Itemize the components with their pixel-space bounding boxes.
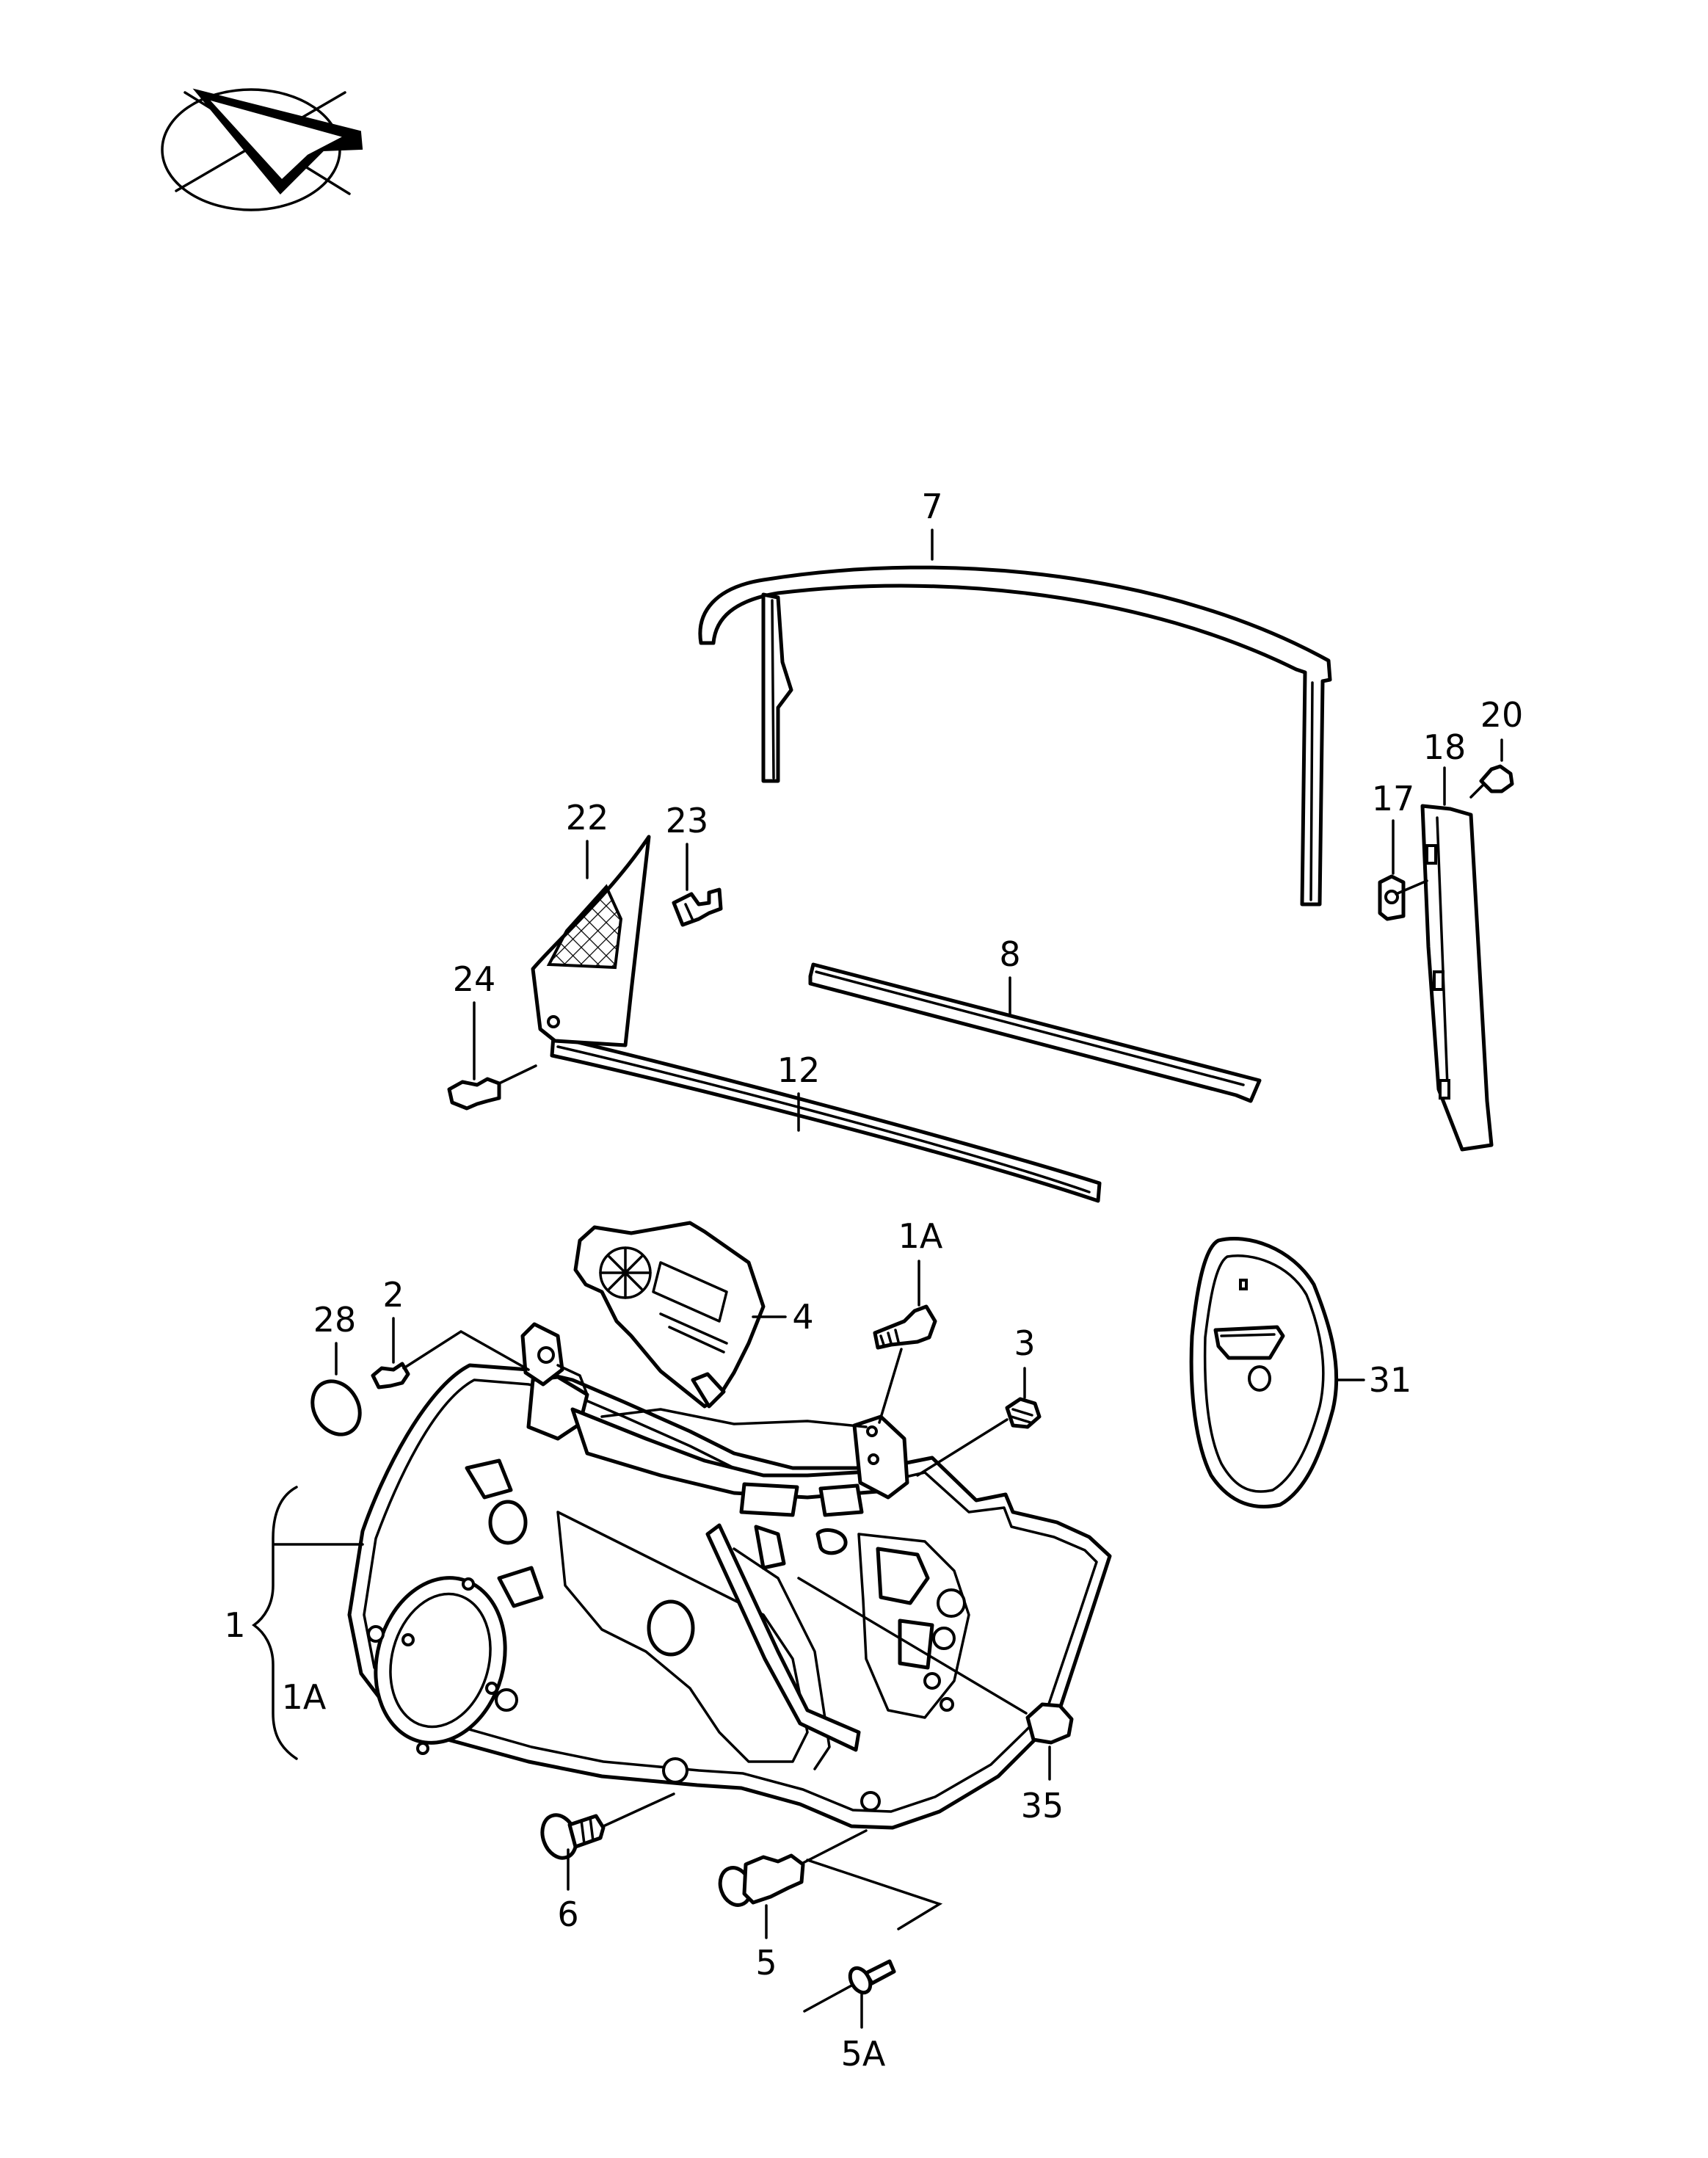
callout-6: 6: [557, 1894, 578, 1934]
part-17-clip-nut: [1378, 874, 1406, 921]
callout-24: 24: [453, 959, 496, 999]
callout-35: 35: [1021, 1786, 1064, 1825]
part-12-inner-strip: [550, 1034, 1102, 1203]
callout-28: 28: [313, 1300, 357, 1340]
callout-23: 23: [666, 801, 709, 840]
part-20-screw: [1469, 764, 1514, 799]
callout-8: 8: [999, 934, 1020, 974]
callout-2: 2: [382, 1275, 404, 1315]
callout-1a-bracket: 1A: [282, 1677, 327, 1717]
callout-17: 17: [1372, 779, 1415, 818]
part-7-window-seal: [698, 565, 1332, 907]
callout-7: 7: [921, 487, 942, 526]
callout-1a-top: 1A: [898, 1216, 943, 1256]
part-5-clip: [718, 1853, 805, 1907]
part-22-mirror-triangle: [531, 835, 651, 1047]
callout-20: 20: [1480, 695, 1524, 735]
part-6-clip: [540, 1813, 606, 1860]
callout-3: 3: [1014, 1323, 1035, 1363]
callout-4: 4: [792, 1297, 813, 1337]
part-1-door-module: [347, 1322, 1112, 1830]
part-24-clip: [447, 1077, 501, 1111]
part-31-cover: [1189, 1237, 1339, 1509]
part-3-grommet: [1005, 1397, 1042, 1429]
leader-lines: [251, 528, 1503, 2029]
orientation-arrow-icon: [161, 88, 363, 211]
part-2-screw: [371, 1362, 410, 1389]
callout-31: 31: [1369, 1360, 1412, 1400]
callout-1: 1: [224, 1605, 245, 1645]
part-28-plug: [310, 1379, 362, 1436]
callout-labels: 7 20 18 17 22 23 8 24 12 1A 4 3 28 2 31 …: [224, 487, 1523, 2074]
part-4-regulator-motor: [573, 1221, 766, 1409]
callout-12: 12: [777, 1050, 821, 1090]
part-5a-pin: [803, 1959, 896, 2013]
callout-5: 5: [755, 1943, 777, 1983]
part-35-clip: [1025, 1702, 1074, 1745]
callout-5a: 5A: [841, 2034, 886, 2074]
part-23-clip: [672, 887, 723, 927]
part-1a-screw: [873, 1304, 937, 1350]
callout-18: 18: [1423, 727, 1467, 767]
part-8-outer-strip: [808, 962, 1262, 1103]
callout-22: 22: [566, 798, 609, 838]
part-18-pillar-trim: [1420, 804, 1494, 1152]
